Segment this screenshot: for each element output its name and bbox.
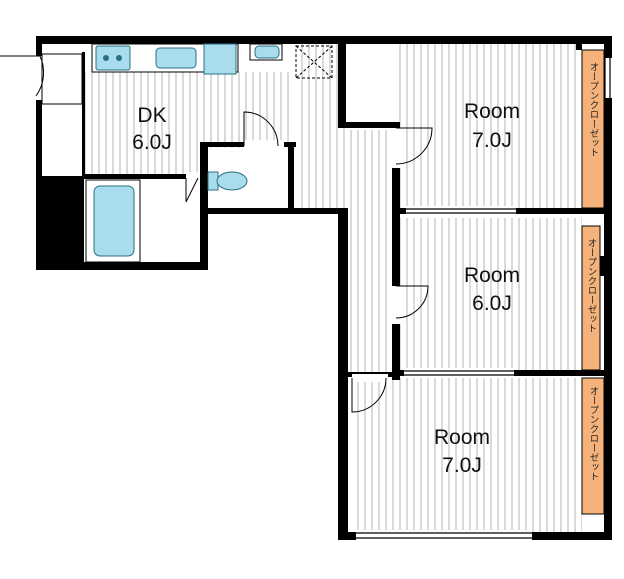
- closets: [581, 49, 605, 515]
- room1-size: 7.0J: [472, 129, 512, 152]
- swing-doors: [0, 55, 433, 413]
- closet1-label: オープンクローゼット: [588, 62, 600, 157]
- room1-floor: [398, 44, 582, 210]
- corridor-floor: [348, 130, 392, 376]
- entry: [41, 53, 83, 105]
- kitchen-counter: [91, 43, 239, 75]
- closet3-label: オープンクローゼット: [588, 386, 600, 481]
- room1-name: Room: [464, 100, 520, 123]
- closet3: [581, 377, 605, 515]
- washbasin-icon: [249, 43, 283, 61]
- room2-name: Room: [464, 264, 520, 287]
- bathtub-icon: [85, 179, 141, 263]
- closet2-label: オープンクローゼット: [586, 238, 598, 333]
- room3-floor: [356, 378, 582, 532]
- washing-machine-icon: [295, 45, 333, 79]
- toilet-icon: [207, 148, 288, 208]
- room2-floor: [398, 218, 582, 370]
- room3-size: 7.0J: [442, 454, 482, 477]
- fridge-icon: [203, 43, 237, 75]
- stove-icon: [95, 45, 131, 71]
- sink-icon: [155, 47, 197, 69]
- floor-areas: [84, 44, 582, 532]
- closet1: [581, 49, 605, 209]
- closet2: [581, 225, 601, 371]
- dk-size: 6.0J: [132, 131, 172, 154]
- room3-name: Room: [434, 426, 490, 449]
- dk-name: DK: [137, 104, 166, 127]
- sliding-doors: [356, 58, 611, 539]
- room2-size: 6.0J: [472, 292, 512, 315]
